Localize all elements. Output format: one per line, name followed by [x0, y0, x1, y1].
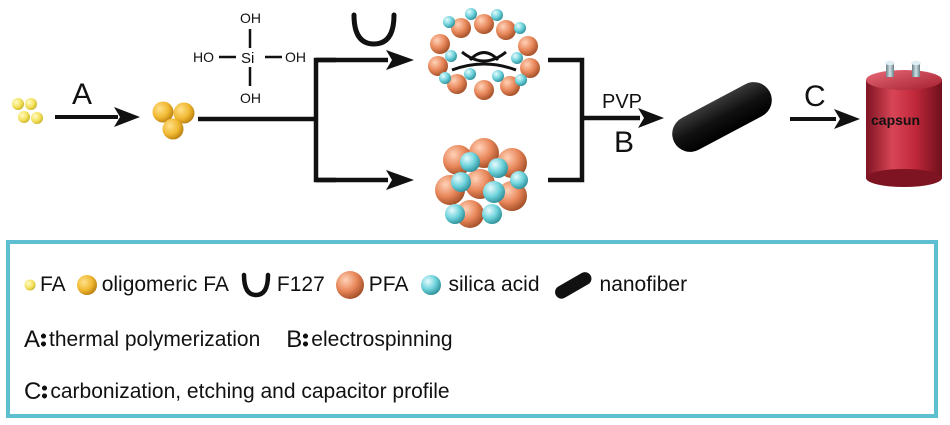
legend-item-oligomeric-fa: oligomeric FA	[76, 273, 229, 297]
synthesis-scheme: A OH HO Si OH OH	[12, 8, 942, 228]
legend-item-silica-acid: silica acid	[418, 272, 540, 298]
merge-connector	[548, 57, 640, 183]
legend-item-f127: F127	[239, 272, 325, 298]
silica-acid-icon	[421, 275, 442, 295]
silicic-ho-left: HO	[193, 49, 214, 65]
f127-template-icon	[351, 12, 397, 47]
legend-item-fa: FA	[24, 273, 66, 297]
pfa-icon	[335, 271, 364, 299]
branch-connector	[198, 57, 388, 183]
f127-icon	[241, 272, 271, 298]
nanofiber-product	[672, 82, 772, 152]
legend-key-row: FA oligomeric FA F127 PFA silica acid na…	[10, 270, 934, 300]
legend-label-f127: F127	[276, 273, 325, 296]
oligomeric-fa-icon	[76, 275, 97, 295]
legend-label-silica-acid: silica acid	[448, 273, 540, 296]
silicic-si-center: Si	[241, 50, 254, 67]
capacitor-label: capsun	[871, 112, 920, 128]
legend-step-a-text: thermal polymerization	[49, 328, 261, 351]
step-a-arrow	[55, 107, 140, 127]
silicic-oh-top: OH	[240, 10, 261, 26]
legend-step-a-letter: A	[24, 326, 41, 353]
fa-monomer-cluster	[12, 98, 43, 124]
legend-label-oligomeric-fa: oligomeric FA	[101, 273, 229, 296]
silicic-acid-structure: OH HO Si OH OH	[193, 10, 306, 106]
capacitor-device: capsun	[866, 60, 942, 187]
lower-composite-cluster	[435, 138, 528, 228]
legend-item-pfa: PFA	[335, 270, 409, 300]
legend-label-fa: FA	[40, 273, 66, 296]
legend-step-b-colon	[303, 333, 309, 347]
step-b-label: B	[614, 126, 634, 159]
legend-step-c-colon	[42, 385, 48, 399]
legend-step-b-letter: B	[286, 326, 303, 353]
legend-label-nanofiber: nanofiber	[599, 273, 688, 296]
step-c-arrow	[790, 109, 860, 129]
upper-composite-cluster	[428, 8, 540, 100]
lower-branch-arrowhead	[386, 170, 414, 190]
legend-label-pfa: PFA	[368, 273, 409, 296]
legend-step-c-text: carbonization, etching and capacitor pro…	[50, 380, 450, 403]
legend-panel: FA oligomeric FA F127 PFA silica acid na…	[6, 240, 938, 418]
step-b-arrowhead	[638, 108, 664, 128]
step-c-label: C	[804, 80, 826, 113]
upper-branch-arrowhead	[386, 50, 414, 70]
legend-item-nanofiber: nanofiber	[550, 271, 688, 299]
nanofiber-icon	[554, 272, 591, 299]
silicic-oh-right: OH	[285, 49, 306, 65]
legend-step-a-colon	[41, 333, 47, 347]
legend-step-b-text: electrospinning	[311, 328, 453, 351]
pvp-label: PVP	[602, 91, 642, 113]
legend-step-c-letter: C	[24, 378, 42, 405]
step-a-label: A	[72, 78, 92, 111]
silicic-oh-bottom: OH	[240, 90, 261, 106]
fa-icon	[24, 279, 36, 291]
oligomeric-fa-cluster	[152, 101, 195, 140]
